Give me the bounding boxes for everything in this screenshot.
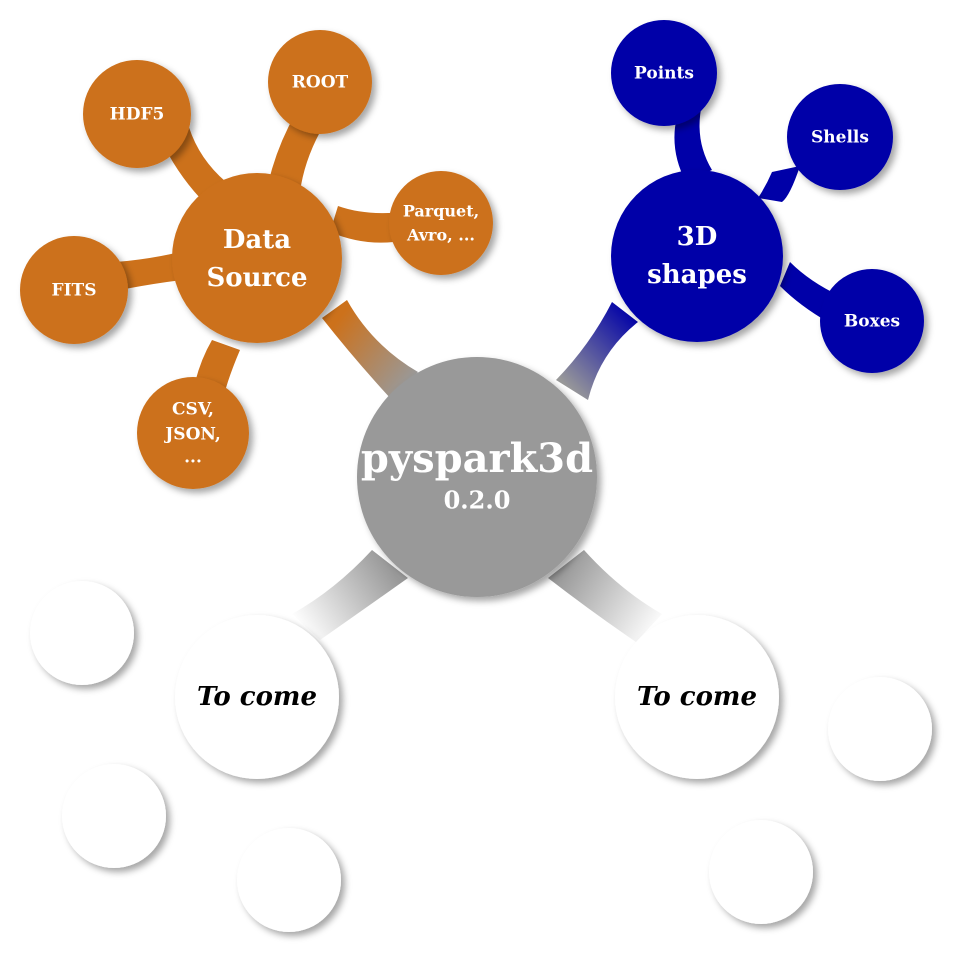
tocome-left-leaf-3: [237, 828, 341, 932]
leaf-fits-node: [20, 236, 128, 344]
leaf-shells-node: [787, 84, 893, 190]
shapes-node: [611, 170, 783, 342]
tocome-right-leaf-1: [828, 677, 932, 781]
leaf-parquet-label-line2: Avro, ...: [406, 226, 475, 245]
leaf-csv-label-line1: CSV,: [172, 400, 214, 420]
datasource-leaf-connectors: [114, 120, 406, 402]
leaf-root-label: ROOT: [292, 73, 349, 93]
leaf-points-node: [611, 20, 717, 126]
leaf-csv-label-line3: ...: [184, 448, 202, 468]
leaf-parquet-node: [389, 171, 493, 275]
connector-center-tocome-left: [292, 550, 408, 640]
connector-center-tocome-right: [548, 550, 662, 642]
shapes-label-line1: 3D: [677, 222, 718, 252]
tocome-left-leaf-2: [62, 764, 166, 868]
center-node: [357, 357, 597, 597]
leaf-root-node: [268, 30, 372, 134]
leaf-csv-node: [137, 377, 249, 489]
leaf-points-label: Points: [634, 64, 694, 84]
leaf-parquet-label-line1: Parquet,: [403, 202, 479, 221]
leaf-fits-label: FITS: [52, 281, 97, 301]
tocome-left-leaf-1: [30, 581, 134, 685]
leaf-boxes-label: Boxes: [844, 312, 900, 332]
tocome-left-label: To come: [197, 682, 317, 712]
leaf-boxes-node: [820, 269, 924, 373]
tocome-left-node: [175, 615, 339, 779]
leaf-csv-label-line2: JSON,: [163, 425, 221, 445]
leaf-hdf5-label: HDF5: [110, 105, 165, 125]
tocome-right-label: To come: [637, 682, 757, 712]
datasource-label-line1: Data: [223, 225, 291, 255]
connector-center-shapes: [556, 302, 638, 400]
leaf-shells-label: Shells: [811, 128, 869, 148]
tocome-right-node: [615, 615, 779, 779]
tocome-right-leaf-2: [709, 820, 813, 924]
datasource-label-line2: Source: [206, 263, 307, 293]
center-version: 0.2.0: [444, 486, 511, 515]
center-title: pyspark3d: [361, 435, 593, 482]
leaf-hdf5-node: [83, 60, 191, 168]
connector-center-datasource: [322, 300, 418, 400]
shapes-label-line2: shapes: [647, 260, 747, 290]
datasource-node: [172, 173, 342, 343]
